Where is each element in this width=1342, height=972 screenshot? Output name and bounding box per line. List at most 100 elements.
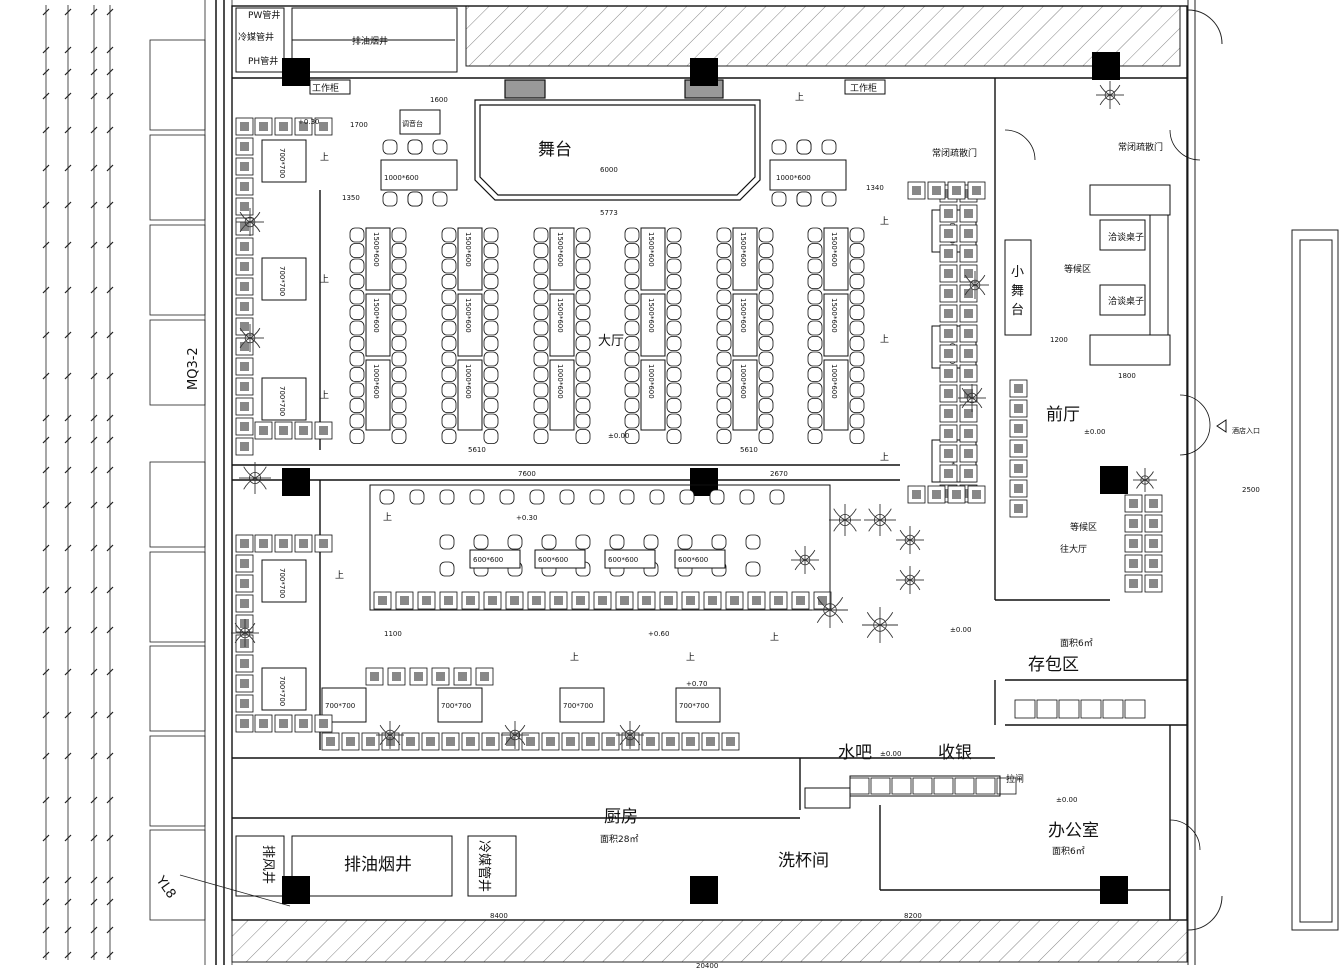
sofa-seat-fill xyxy=(240,619,249,628)
plant xyxy=(896,526,924,554)
chair xyxy=(666,243,682,258)
workbench-left-label: 工作柜 xyxy=(312,82,339,94)
chair xyxy=(758,336,774,351)
chair xyxy=(483,274,499,289)
door-arcs xyxy=(1004,129,1211,851)
sofa-seat-fill xyxy=(240,679,249,688)
booth-table xyxy=(559,687,605,723)
chair xyxy=(666,382,682,398)
sofa-seat-fill xyxy=(642,596,651,605)
chair xyxy=(745,534,761,550)
sofa-seat-fill xyxy=(240,122,249,131)
chair xyxy=(391,289,407,305)
banquet-table xyxy=(365,293,391,357)
chair xyxy=(575,534,591,550)
chair xyxy=(349,413,365,429)
level-030: +0.30 xyxy=(516,514,537,522)
sofa-seat-fill xyxy=(944,409,953,418)
entrance-label: 酒店入口 xyxy=(1232,426,1260,435)
sofa-seat-fill xyxy=(386,737,395,746)
dim-1340: 1340 xyxy=(866,184,884,192)
chair xyxy=(441,305,457,320)
sofa-seat-fill xyxy=(708,596,717,605)
sofa-seat-fill xyxy=(1149,519,1158,528)
emergency-left-label: 常闭疏散门 xyxy=(932,147,977,159)
sofa-seat-fill xyxy=(1129,559,1138,568)
plant xyxy=(616,721,644,749)
waiting-sofa xyxy=(1089,184,1171,366)
sofa-seat-fill xyxy=(392,672,401,681)
storage-cell xyxy=(1080,699,1102,719)
chair xyxy=(758,305,774,320)
chair xyxy=(533,243,549,258)
chair xyxy=(533,274,549,289)
sofa-seat-fill xyxy=(944,369,953,378)
level-storage: ±0.00 xyxy=(950,626,971,634)
small-stage xyxy=(1004,239,1032,336)
sofa-seat-fill xyxy=(964,249,973,258)
small-stage-b: 舞 xyxy=(1011,284,1024,299)
sofa-seat-fill xyxy=(446,737,455,746)
column xyxy=(1100,466,1128,494)
chair xyxy=(349,398,365,413)
sofa-seat-fill xyxy=(299,719,308,728)
office-area-label: 面积6㎡ xyxy=(1052,845,1085,857)
chair xyxy=(391,274,407,289)
chair xyxy=(391,429,407,444)
chair xyxy=(349,351,365,367)
chair xyxy=(483,258,499,274)
chair xyxy=(533,227,549,243)
chair xyxy=(349,429,365,444)
sofa-seat-fill xyxy=(1014,504,1023,513)
booth-table-label: 700*700 xyxy=(563,702,593,710)
sofa-seat-fill xyxy=(964,409,973,418)
cup-wash-label: 洗杯间 xyxy=(778,851,829,871)
sofa-seat-fill xyxy=(818,596,827,605)
right-facade xyxy=(1187,0,1339,965)
chair xyxy=(441,336,457,351)
chair xyxy=(679,489,695,505)
bar-cell xyxy=(870,777,891,795)
booth-table xyxy=(261,257,307,301)
sofa-seat-fill xyxy=(436,672,445,681)
sofa-seat-fill xyxy=(1129,579,1138,588)
up-arrow-label: 上 xyxy=(335,570,344,581)
chair xyxy=(666,258,682,274)
sofa-seat-fill xyxy=(686,737,695,746)
chair xyxy=(807,336,823,351)
storage-label: 存包区 xyxy=(1028,655,1079,675)
table-size-label: 1000*600 xyxy=(556,364,564,399)
table-size-label: 1500*600 xyxy=(830,232,838,267)
sofa-seat-fill xyxy=(646,737,655,746)
sofa-seat-fill xyxy=(526,737,535,746)
chair xyxy=(391,258,407,274)
plant xyxy=(236,208,264,236)
chair xyxy=(349,243,365,258)
plant xyxy=(236,324,264,352)
banquet-table xyxy=(823,227,849,291)
small-table xyxy=(604,549,656,569)
sofa-seat-fill xyxy=(964,229,973,238)
plant xyxy=(1133,468,1157,492)
chair xyxy=(716,227,732,243)
chair xyxy=(758,429,774,444)
dim-5610a: 5610 xyxy=(468,446,486,454)
sofa-seat-fill xyxy=(796,596,805,605)
sofa-seat-fill xyxy=(554,596,563,605)
pull-door-label: 拉闸 xyxy=(1006,773,1024,785)
chair xyxy=(483,227,499,243)
chair xyxy=(849,274,865,289)
chair xyxy=(807,227,823,243)
chair xyxy=(716,274,732,289)
chair xyxy=(807,367,823,382)
side-table-label: 1000*600 xyxy=(776,174,811,182)
small-table-label: 600*600 xyxy=(473,556,503,564)
small-table xyxy=(534,549,586,569)
dim-8400: 8400 xyxy=(490,912,508,920)
table-size-label: 1000*600 xyxy=(830,364,838,399)
chair xyxy=(533,289,549,305)
sofa-seat-fill xyxy=(240,142,249,151)
level-left-top: +0.30 xyxy=(298,118,319,126)
sofa-seat-fill xyxy=(1014,464,1023,473)
plant xyxy=(961,271,989,299)
